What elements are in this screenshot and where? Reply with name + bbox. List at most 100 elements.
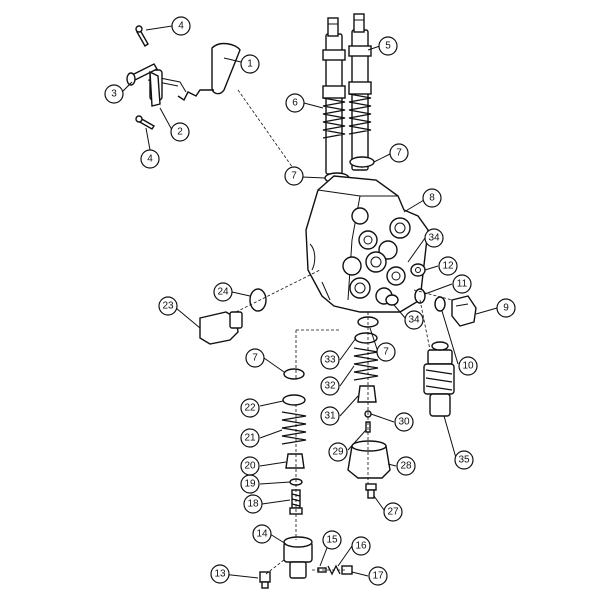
callout-label: 7: [383, 347, 389, 358]
callout-24: 24: [213, 282, 233, 302]
callout-label: 16: [355, 541, 367, 552]
callout-16: 16: [351, 536, 371, 556]
callout-label: 33: [324, 355, 336, 366]
callout-33: 33: [320, 350, 340, 370]
callout-label: 35: [458, 455, 470, 466]
callout-label: 34: [428, 233, 440, 244]
callout-label: 8: [429, 193, 435, 204]
callout-label: 29: [332, 447, 344, 458]
spring-32: [353, 347, 379, 381]
callout-5: 5: [378, 36, 398, 56]
callout-label: 7: [291, 171, 297, 182]
callout-label: 6: [292, 98, 298, 109]
cotter-pin-lower: [135, 115, 155, 130]
callout-label: 3: [111, 89, 117, 100]
valve-body: [305, 175, 429, 313]
control-lever: [147, 42, 241, 102]
callout-label: 19: [244, 479, 256, 490]
callout-18: 18: [243, 494, 263, 514]
assembly-line: [235, 269, 321, 313]
callout-3: 3: [104, 84, 124, 104]
callout-label: 10: [462, 361, 474, 372]
plug-12: [410, 263, 426, 277]
callout-label: 7: [252, 353, 258, 364]
callout-label: 22: [244, 403, 256, 414]
callout-35: 35: [454, 450, 474, 470]
callout-4-lower: 4: [140, 149, 160, 169]
callout-label: 13: [214, 569, 226, 580]
callout-7-upper-left: 7: [284, 166, 304, 186]
washer-33: [354, 332, 378, 344]
callout-4-upper: 4: [171, 16, 191, 36]
callout-label: 32: [324, 381, 336, 392]
callout-label: 5: [385, 41, 391, 52]
callout-6: 6: [285, 93, 305, 113]
callout-34-lower: 34: [404, 310, 424, 330]
o-ring-upper-right: [349, 156, 375, 168]
callout-label: 24: [217, 287, 229, 298]
callout-label: 7: [396, 148, 402, 159]
assembly-line: [295, 329, 340, 380]
link-bracket: [149, 70, 161, 107]
callout-label: 20: [244, 461, 256, 472]
screw-27: [365, 483, 377, 499]
assembly-line: [237, 89, 301, 179]
callout-label: 23: [162, 301, 174, 312]
callout-29: 29: [328, 442, 348, 462]
callout-label: 34: [408, 315, 420, 326]
cotter-pin-upper: [135, 25, 149, 47]
leaders: [121, 25, 498, 579]
plug-34-small: [385, 294, 399, 306]
assembly-line: [413, 289, 453, 301]
callout-23: 23: [158, 296, 178, 316]
callout-12: 12: [438, 256, 458, 276]
plug-9: [451, 295, 477, 327]
callout-32: 32: [320, 376, 340, 396]
plunger-31: [357, 385, 377, 403]
callout-20: 20: [240, 456, 260, 476]
callout-14: 14: [252, 524, 272, 544]
callout-15: 15: [322, 530, 342, 550]
callout-label: 12: [442, 261, 454, 272]
lever-pin: [126, 63, 158, 86]
o-ring-10: [434, 296, 446, 312]
callout-label: 2: [177, 127, 183, 138]
callout-7-lower-left: 7: [245, 348, 265, 368]
callout-label: 11: [457, 279, 468, 290]
callout-11: 11: [452, 274, 472, 294]
callout-34-upper: 34: [424, 228, 444, 248]
callout-2: 2: [170, 122, 190, 142]
assembly-line: [265, 559, 285, 575]
callout-31: 31: [320, 406, 340, 426]
callout-label: 1: [247, 59, 253, 70]
callout-13: 13: [210, 564, 230, 584]
callout-label: 30: [398, 417, 410, 428]
callout-7-upper-right: 7: [389, 143, 409, 163]
callout-19: 19: [240, 474, 260, 494]
housing-28: [347, 440, 391, 479]
callout-30: 30: [394, 412, 414, 432]
callout-label: 15: [326, 535, 338, 546]
plug-23: [199, 311, 243, 345]
housing-14: [283, 536, 313, 579]
valve-spool-left: [322, 17, 346, 175]
callout-label: 28: [400, 461, 412, 472]
callout-label: 18: [247, 499, 259, 510]
callout-label: 27: [387, 507, 399, 518]
screw-13: [259, 571, 271, 589]
seat-20: [285, 453, 305, 469]
callout-1: 1: [240, 54, 260, 74]
callout-label: 14: [256, 529, 268, 540]
callout-label: 4: [147, 154, 153, 165]
seal-11: [414, 288, 426, 304]
callout-7-lower-center: 7: [376, 342, 396, 362]
callout-8: 8: [422, 188, 442, 208]
callout-label: 31: [324, 411, 336, 422]
spring-21: [281, 411, 307, 445]
assembly-line: [419, 299, 431, 351]
callout-17: 17: [368, 566, 388, 586]
relief-valve-35: [423, 341, 455, 417]
callout-22: 22: [240, 398, 260, 418]
callout-label: 4: [178, 21, 184, 32]
